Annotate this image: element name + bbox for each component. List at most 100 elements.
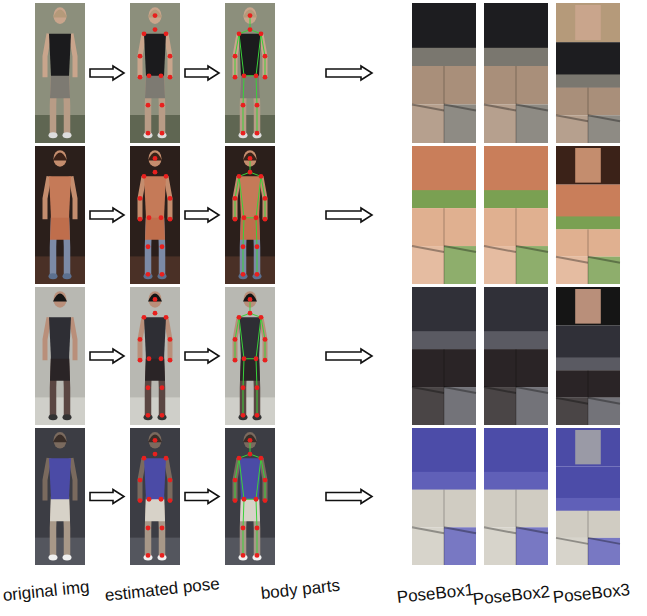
joint-dot	[153, 297, 158, 302]
upper-garment	[239, 176, 261, 217]
hair	[148, 294, 162, 302]
arm	[45, 317, 49, 360]
head	[54, 291, 67, 308]
skeleton-line	[235, 34, 239, 56]
torso-band	[412, 472, 476, 490]
leg-part	[444, 105, 476, 144]
head	[149, 150, 162, 167]
leg-part	[484, 527, 516, 565]
joint-dot	[138, 217, 143, 222]
torso-part	[556, 185, 620, 230]
part-seam	[516, 349, 517, 425]
joint-dot	[138, 358, 143, 363]
leg-part	[444, 66, 476, 105]
joint-dot	[255, 131, 260, 136]
person-image	[130, 428, 180, 565]
joint-dot	[159, 215, 164, 220]
joint-dot	[147, 215, 152, 220]
person-image	[225, 146, 275, 284]
head	[54, 7, 67, 24]
skeleton-line	[256, 218, 257, 247]
joint-dot	[153, 170, 158, 175]
joint-dot	[248, 27, 253, 32]
head	[54, 150, 67, 167]
leg-shade	[484, 527, 516, 533]
skeleton-line	[257, 528, 258, 555]
flow-arrow	[185, 490, 219, 504]
column-label: original img	[2, 577, 91, 606]
torso-band	[556, 357, 620, 370]
shoe	[63, 132, 72, 138]
joint-dot	[146, 526, 151, 531]
upper-garment	[239, 458, 261, 499]
skeleton-line	[235, 56, 236, 77]
photo-background	[35, 146, 85, 284]
column-label: PoseBox1	[396, 580, 475, 608]
posebox-image	[412, 146, 476, 284]
column-label: PoseBox2	[472, 582, 551, 610]
joint-dot	[142, 31, 147, 36]
head	[149, 432, 162, 448]
joint-dot	[146, 385, 151, 390]
joint-dot	[248, 170, 253, 175]
part-seam	[444, 349, 445, 425]
joint-dot	[147, 356, 152, 361]
hair	[53, 434, 67, 442]
joint-dot	[241, 526, 246, 531]
joint-dot	[146, 413, 151, 418]
photo-ground	[35, 397, 85, 425]
skeleton-line	[265, 198, 266, 219]
photo-ground	[225, 397, 275, 425]
joint-dot	[160, 553, 165, 558]
joint-dot	[248, 452, 253, 457]
head	[149, 7, 162, 24]
joint-dot	[255, 272, 260, 277]
leg-shade	[556, 115, 588, 121]
hair	[243, 10, 257, 18]
hair	[148, 434, 162, 442]
face-part	[575, 5, 601, 40]
photo-ground	[130, 256, 180, 284]
joint-dot	[159, 73, 164, 78]
joint-dot	[233, 337, 238, 342]
shoe	[63, 554, 72, 560]
part-seam	[516, 208, 517, 284]
photo-background	[225, 3, 275, 143]
leg-shade	[516, 246, 548, 252]
photo-background	[35, 428, 85, 565]
column-label: PoseBox3	[552, 580, 631, 608]
leg-shade	[516, 105, 548, 111]
leg-shade	[412, 246, 444, 252]
joint-dot	[259, 31, 264, 36]
joint-dot	[138, 196, 143, 201]
leg-part	[556, 511, 588, 538]
skeleton-line	[257, 247, 258, 275]
face-part	[575, 289, 601, 324]
joint-dot	[160, 103, 165, 108]
photo-ground	[225, 256, 275, 284]
joint-dot	[159, 356, 164, 361]
flow-arrow	[185, 66, 219, 80]
leg-part	[484, 490, 516, 528]
person-image	[35, 287, 85, 425]
joint-dot	[146, 244, 151, 249]
joint-dot	[263, 358, 268, 363]
skeleton-line	[261, 458, 265, 480]
photo-ground	[35, 115, 85, 143]
joint-dot	[241, 103, 246, 108]
joint-dot	[254, 73, 259, 78]
joint-dot	[233, 478, 238, 483]
joint-dot	[241, 385, 246, 390]
head-part	[556, 287, 620, 326]
joint-dot	[241, 244, 246, 249]
joint-dot	[237, 315, 242, 320]
photo-ground	[35, 256, 85, 284]
torso-part	[556, 42, 620, 87]
leg-part	[516, 527, 548, 565]
column-label: estimated pose	[104, 574, 221, 606]
torso-band	[484, 48, 548, 66]
joint-dot	[168, 337, 173, 342]
hair	[148, 153, 162, 161]
torso-part	[484, 287, 548, 349]
posebox-image	[412, 287, 476, 425]
